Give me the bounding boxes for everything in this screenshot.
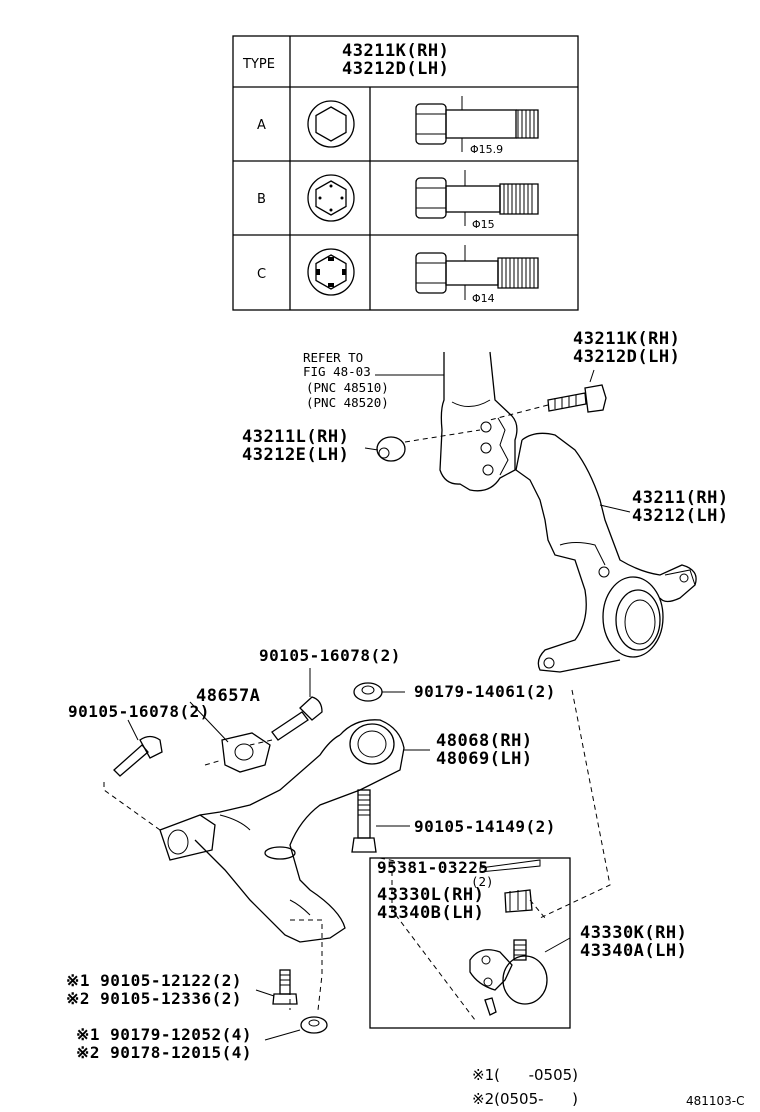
bolt-14149-label: 90105-14149(2) bbox=[414, 817, 556, 836]
bolt-16078-left-leader bbox=[127, 719, 139, 741]
footnote-2: ※2(0505- ) bbox=[472, 1090, 579, 1108]
table-part-header-lh: 43212D(LH) bbox=[342, 59, 450, 79]
small-bolt-label-1: ※1 90105-12122(2) bbox=[66, 971, 243, 990]
top-bolt-leader bbox=[589, 369, 595, 383]
top-bolt-dash bbox=[489, 404, 549, 421]
table-row-b-diameter: Φ15 bbox=[472, 218, 495, 231]
nut-14061-label: 90179-14061(2) bbox=[414, 682, 556, 701]
type-b-bolt-icon bbox=[415, 170, 539, 226]
dashed-connections bbox=[103, 689, 611, 1021]
small-nut-icon bbox=[300, 1016, 328, 1034]
refer-label-line2: FIG 48-03 bbox=[303, 364, 371, 379]
ball-joint-box bbox=[369, 857, 571, 1029]
table-row-a-type: A bbox=[257, 118, 266, 133]
strut-outline bbox=[439, 351, 518, 492]
type-c-hex-icon bbox=[307, 248, 355, 296]
knuckle-outline bbox=[515, 432, 697, 673]
small-bolt-label-2: ※2 90105-12336(2) bbox=[66, 989, 243, 1008]
strut-nut-dash bbox=[404, 429, 481, 443]
ball-joint-leader bbox=[544, 937, 571, 953]
knuckle-label-rh: 43211(RH) bbox=[632, 488, 729, 508]
top-bolt-icon bbox=[547, 384, 607, 413]
refer-label-line4: (PNC 48520) bbox=[306, 395, 389, 410]
bolt-14149-icon bbox=[351, 789, 377, 853]
bolt-16078-right-icon bbox=[271, 696, 323, 741]
type-table-grid bbox=[232, 35, 579, 311]
bracket-48657a-icon bbox=[221, 732, 271, 773]
table-part-header-rh: 43211K(RH) bbox=[342, 41, 450, 61]
strut-nut-icon bbox=[376, 436, 406, 462]
small-bolt-icon bbox=[272, 969, 298, 1005]
lower-arm-label-rh: 48068(RH) bbox=[436, 731, 533, 751]
small-nut-label-1: ※1 90179-12052(4) bbox=[76, 1025, 253, 1044]
type-c-bolt-icon bbox=[415, 245, 539, 300]
cotter-pin-icon bbox=[479, 859, 541, 873]
knuckle-label-lh: 43212(LH) bbox=[632, 506, 729, 526]
lower-arm-outline bbox=[159, 719, 405, 943]
bracket-leader bbox=[189, 701, 229, 743]
table-row-c-type: C bbox=[257, 267, 267, 282]
small-nut-label-2: ※2 90178-12015(4) bbox=[76, 1043, 253, 1062]
type-a-bolt-icon bbox=[415, 96, 539, 152]
figure-code: 481103-C bbox=[686, 1094, 745, 1108]
small-bolt-leader bbox=[255, 989, 275, 997]
top-bolt-label-rh: 43211K(RH) bbox=[573, 329, 681, 349]
type-a-hex-icon bbox=[307, 100, 355, 148]
ball-joint-label-lh: 43340A(LH) bbox=[580, 941, 688, 961]
castle-nut-label-lh: 43340B(LH) bbox=[377, 903, 485, 923]
castle-nut-icon bbox=[504, 889, 533, 913]
bracket-48657a-label: 48657A bbox=[196, 686, 261, 706]
strut-nut-label-rh: 43211L(RH) bbox=[242, 427, 350, 447]
table-type-header: TYPE bbox=[243, 57, 275, 72]
small-nut-leader bbox=[264, 1029, 301, 1041]
ball-joint-icon bbox=[469, 939, 548, 1016]
cotter-pin-qty: (2) bbox=[471, 874, 494, 889]
bolt-16078-left-icon bbox=[113, 735, 163, 777]
type-b-hex-icon bbox=[307, 174, 355, 222]
bolt-16078-right-label: 90105-16078(2) bbox=[259, 646, 401, 665]
strut-nut-leader bbox=[364, 447, 379, 451]
knuckle-leader bbox=[599, 504, 631, 513]
table-row-b-type: B bbox=[257, 192, 266, 207]
lower-arm-label-lh: 48069(LH) bbox=[436, 749, 533, 769]
refer-label-line3: (PNC 48510) bbox=[306, 380, 389, 395]
table-row-a-diameter: Φ15.9 bbox=[470, 143, 504, 156]
strut-nut-label-lh: 43212E(LH) bbox=[242, 445, 350, 465]
ball-joint-label-rh: 43330K(RH) bbox=[580, 923, 688, 943]
refer-label-line1: REFER TO bbox=[303, 350, 364, 365]
table-row-c-diameter: Φ14 bbox=[472, 292, 495, 305]
castle-nut-label-rh: 43330L(RH) bbox=[377, 885, 485, 905]
top-bolt-label-lh: 43212D(LH) bbox=[573, 347, 681, 367]
nut-14061-icon bbox=[353, 682, 383, 702]
cotter-pin-label: 95381-03225 bbox=[377, 858, 489, 877]
bolt-16078-left-label: 90105-16078(2) bbox=[68, 702, 210, 721]
footnote-1: ※1( -0505) bbox=[472, 1066, 579, 1084]
